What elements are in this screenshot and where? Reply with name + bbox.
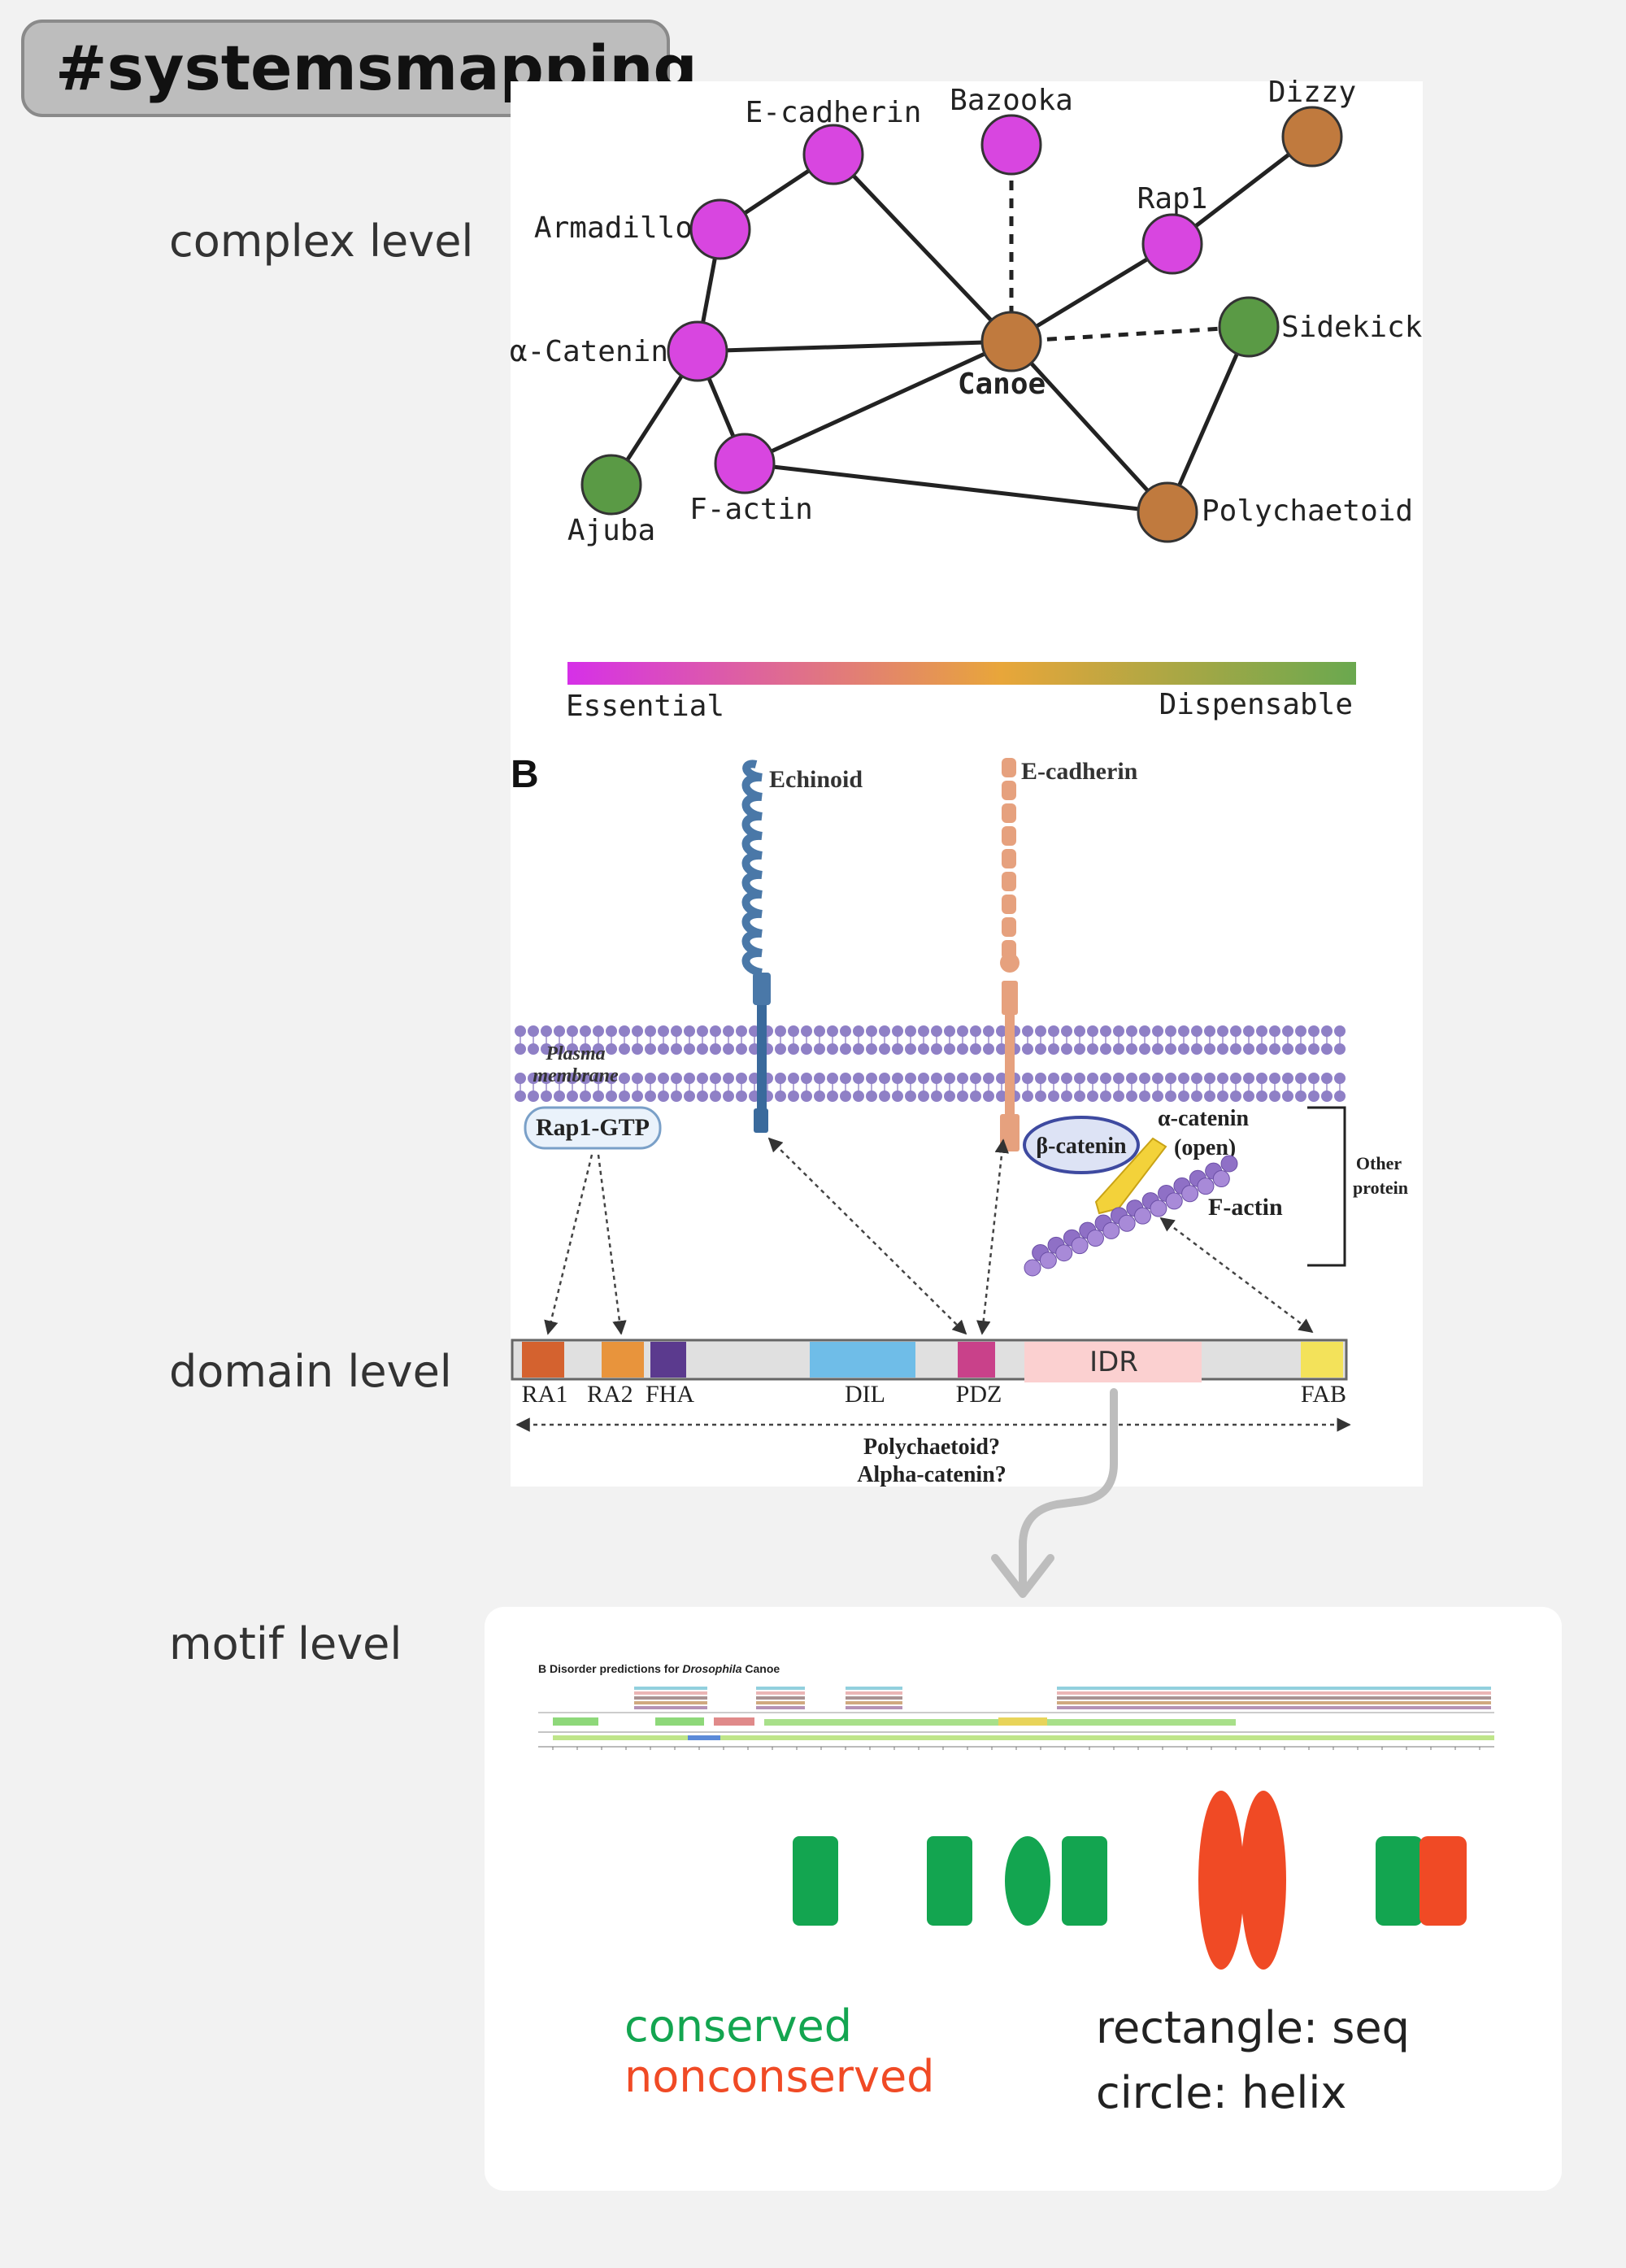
node-arm: [689, 198, 751, 260]
panel-b-letter: B: [511, 753, 539, 796]
alpha-catenin-label-1: α-catenin: [1158, 1106, 1249, 1131]
edge-factin-pyd: [744, 461, 1168, 515]
domain-pdz: [958, 1342, 995, 1378]
node-canoe: [980, 311, 1042, 372]
alpha-catenin-shape: [1094, 1137, 1167, 1215]
beta-catenin-ellipse: [1023, 1116, 1140, 1174]
other-protein-bracket: [1307, 1106, 1346, 1267]
domain-dil: [810, 1342, 915, 1378]
domain-label-dil: DIL: [845, 1381, 885, 1408]
circle-legend: circle: helix: [1096, 2067, 1347, 2118]
node-label-arm: Armadillo: [534, 211, 693, 245]
node-label-side: Sidekick: [1281, 311, 1423, 344]
nonconserved-legend: nonconserved: [624, 2051, 935, 2102]
node-baz: [980, 114, 1042, 176]
edge-side-pyd: [1165, 325, 1251, 514]
essentiality-gradient-bar: [567, 662, 1356, 685]
beta-catenin-label: β-catenin: [1036, 1134, 1127, 1159]
e-cadherin-panel-label: E-cadherin: [1021, 758, 1138, 785]
nonconserved-helix-motif-1: [1198, 1791, 1244, 1970]
motif-level-label: motif level: [169, 1618, 402, 1669]
domain-label-fha: FHA: [646, 1381, 694, 1408]
domain-ra2: [602, 1342, 644, 1378]
plasma-membrane: [515, 1025, 1346, 1102]
node-label-rap1: Rap1: [1137, 182, 1208, 215]
polychaetoid-question: Polychaetoid?: [863, 1434, 1000, 1460]
domain-idr: [1024, 1342, 1202, 1382]
domain-fab: [1301, 1342, 1343, 1378]
edge-acat-canoe: [697, 339, 1012, 354]
disorder-title: B Disorder predictions for Drosophila Ca…: [538, 1662, 780, 1675]
alpha-catenin-question: Alpha-catenin?: [857, 1462, 1006, 1487]
edge-canoe-pyd: [1010, 340, 1169, 514]
hashtag-badge: #systemsmapping: [21, 20, 698, 117]
domain-label-idr: IDR: [1089, 1346, 1138, 1378]
rap1-gtp-label: Rap1-GTP: [536, 1114, 650, 1141]
node-factin: [714, 433, 776, 494]
e-cadherin-protein: [1000, 758, 1020, 1151]
node-label-factin: F-actin: [689, 493, 813, 526]
node-label-ecad: E-cadherin: [746, 96, 922, 129]
rectangle-legend: rectangle: seq: [1096, 2002, 1410, 2053]
rap1-gtp-box: [524, 1106, 662, 1150]
domain-fha: [650, 1342, 686, 1378]
edge-rap1-canoe: [1010, 242, 1174, 344]
interaction-arrows: [515, 1137, 1351, 1432]
disorder-prediction-thumbnail: [538, 1687, 1494, 1750]
domain-ra1: [522, 1342, 564, 1378]
scale-right-label: Dispensable: [1159, 688, 1353, 721]
node-dizzy: [1281, 106, 1343, 168]
conserved-helix-motif: [1005, 1836, 1050, 1926]
node-label-canoe: Canoe: [958, 368, 1046, 401]
conserved-legend: conserved: [624, 2000, 852, 2052]
node-label-baz: Bazooka: [950, 84, 1073, 117]
node-label-dizzy: Dizzy: [1268, 76, 1356, 109]
conserved-seq-motif-2: [927, 1836, 972, 1926]
f-actin-filament: [1024, 1155, 1238, 1277]
other-protein-label-1: Other: [1356, 1153, 1402, 1173]
edge-canoe-factin: [743, 339, 1013, 466]
echinoid-label: Echinoid: [769, 766, 863, 793]
nonconserved-helix-motif-2: [1241, 1791, 1286, 1970]
scale-left-label: Essential: [566, 690, 724, 723]
node-ajuba: [580, 454, 642, 516]
nonconserved-seq-motif: [1419, 1836, 1467, 1926]
node-rap1: [1141, 213, 1203, 275]
node-ecad: [802, 124, 864, 185]
idr-zoom-arrow: [1019, 1388, 1118, 1549]
f-actin-panel-label: F-actin: [1208, 1194, 1283, 1221]
node-pyd: [1137, 481, 1198, 543]
protein-domain-diagram: B Plasma membrane Echinoid E-cadherin Ra…: [511, 753, 1408, 1549]
node-label-pyd: Polychaetoid: [1202, 494, 1413, 528]
edge-ecad-canoe: [832, 153, 1013, 343]
conserved-seq-motif-3: [1062, 1836, 1107, 1926]
motif-shapes: [793, 1791, 1467, 1970]
node-label-ajuba: Ajuba: [567, 514, 655, 547]
echinoid-protein: [741, 760, 771, 1133]
conserved-seq-motif-4: [1376, 1836, 1423, 1926]
membrane-label-1: Plasma: [545, 1043, 605, 1064]
other-protein-label-2: protein: [1353, 1178, 1408, 1198]
domain-label-fab: FAB: [1301, 1381, 1346, 1408]
domain-level-label: domain level: [169, 1346, 452, 1397]
conserved-seq-motif-1: [793, 1836, 838, 1926]
node-side: [1218, 296, 1280, 358]
node-acat: [667, 320, 728, 382]
edge-canoe-side: [1011, 324, 1250, 344]
complex-level-label: complex level: [169, 215, 474, 267]
membrane-label-2: membrane: [533, 1065, 619, 1086]
domain-label-ra2: RA2: [587, 1381, 633, 1408]
domain-label-pdz: PDZ: [956, 1381, 1002, 1408]
node-label-acat: α-Catenin: [510, 335, 668, 368]
domain-label-ra1: RA1: [522, 1381, 568, 1408]
